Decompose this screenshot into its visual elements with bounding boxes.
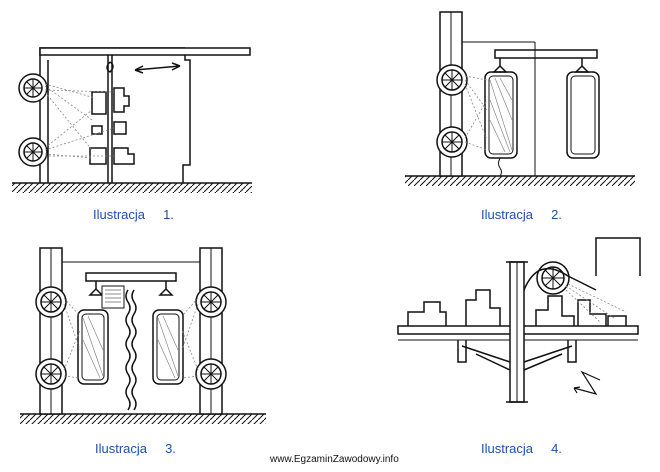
- hanger-right-2: [576, 58, 588, 72]
- illustration-4: [398, 238, 640, 402]
- floor-hatch-3: [20, 414, 266, 424]
- floor-hatch-2: [405, 176, 635, 186]
- caption-illustration-4: Ilustracja 4.: [481, 441, 562, 456]
- control-box-3: [102, 286, 124, 308]
- part-c-1: [92, 122, 126, 134]
- support-frame-4: [462, 346, 572, 370]
- spray-pattern-3: [64, 298, 198, 378]
- spray-pattern-1: [45, 84, 114, 158]
- caption-illustration-3: Ilustracja 3.: [95, 441, 176, 456]
- caption-illustration-2: Ilustracja 2.: [481, 207, 562, 222]
- drip-line-2: [499, 158, 502, 176]
- parts-stack-4: [408, 290, 500, 326]
- hanger-left-2: [494, 58, 506, 72]
- part-in-spray-2: [485, 72, 517, 158]
- building-4: [596, 238, 640, 276]
- part-left-3: [78, 310, 108, 384]
- rotation-arrow-4: [574, 372, 600, 394]
- illustration-2: [405, 12, 635, 186]
- part-a-1: [92, 92, 106, 114]
- conveyor-rail-2: [495, 50, 597, 58]
- movement-arrow-1: [135, 66, 180, 70]
- conveyor-rail-1: [40, 48, 250, 55]
- caption-illustration-1: Ilustracja 1.: [93, 207, 174, 222]
- spray-pattern-2: [465, 76, 487, 150]
- part-d-1: [90, 148, 134, 164]
- divider-curtain-3: [126, 290, 130, 410]
- floor-hatch-1: [12, 183, 252, 193]
- part-b-1: [114, 88, 129, 112]
- conveyor-rail-3: [86, 273, 176, 281]
- spray-pattern-4: [566, 284, 626, 322]
- site-watermark: www.EgzaminZawodowy.info: [270, 454, 399, 465]
- illustration-1: [12, 48, 252, 193]
- part-outside-2: [567, 72, 599, 158]
- illustration-3: [20, 248, 266, 424]
- booth-wall-right-1: [183, 48, 190, 183]
- hook-1: [107, 62, 113, 72]
